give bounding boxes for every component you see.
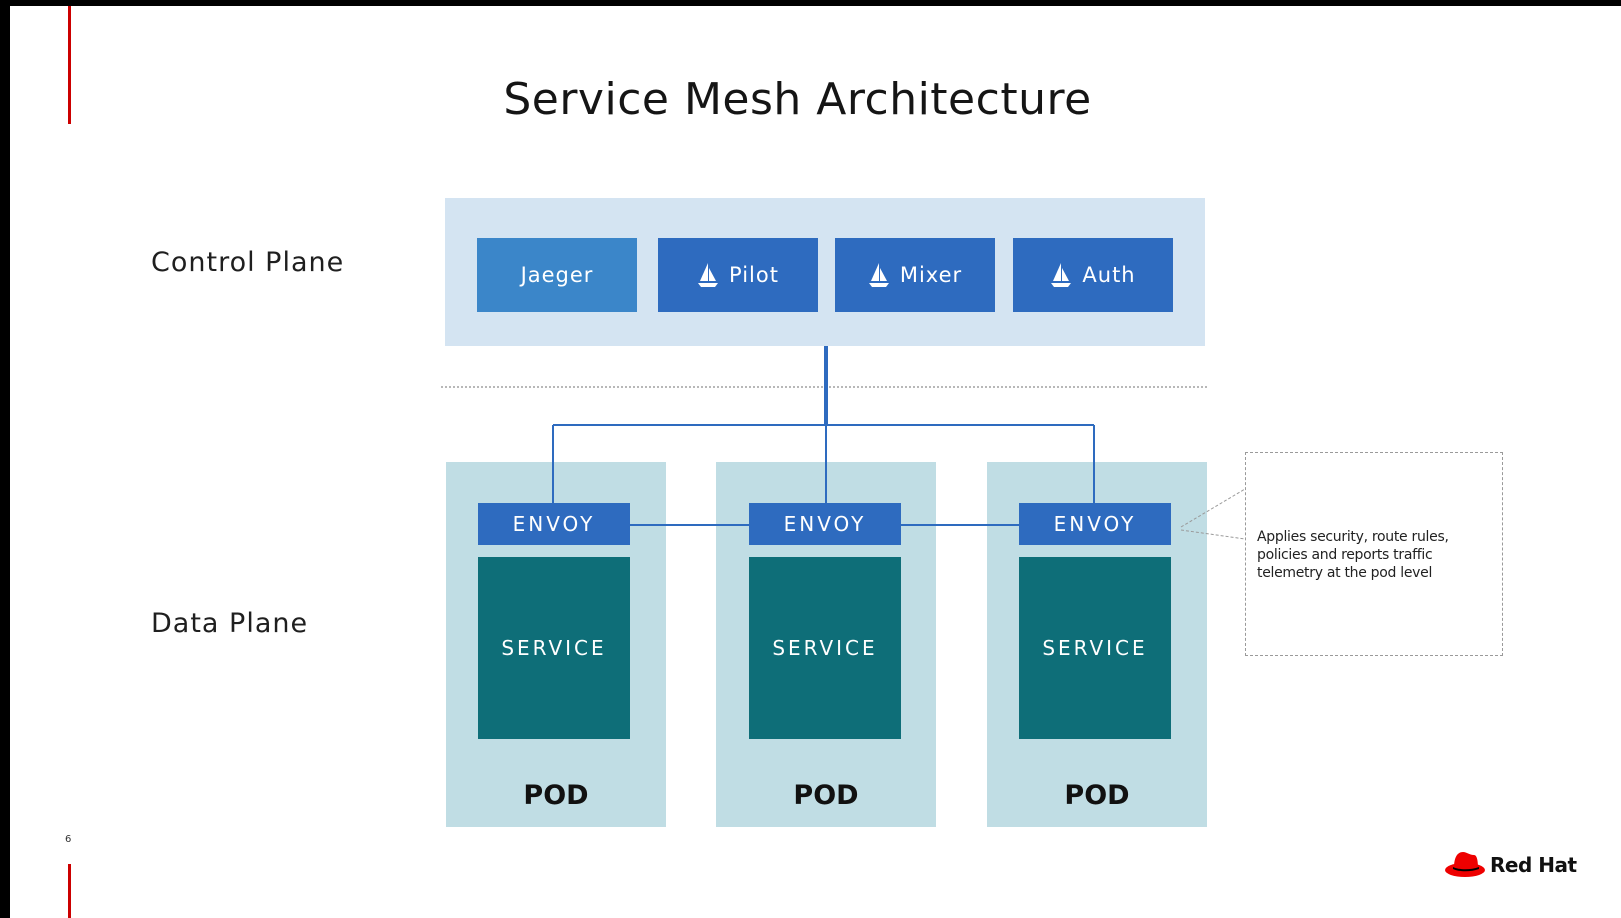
pilot-label: Pilot — [729, 263, 779, 287]
mixer-label: Mixer — [899, 263, 963, 287]
slide-number: 6 — [65, 834, 72, 845]
sailboat-icon — [697, 262, 719, 288]
pod-label: POD — [523, 780, 589, 811]
plane-divider — [441, 386, 1207, 388]
envoy-proxy: ENVOY — [749, 503, 901, 545]
callout-text: Applies security, route rules, policies … — [1257, 529, 1449, 581]
envoy-proxy: ENVOY — [478, 503, 630, 545]
pilot-box: Pilot — [658, 238, 818, 312]
jaeger-label: Jaeger — [520, 263, 594, 287]
red-hat-logo: Red Hat — [1444, 848, 1577, 882]
callout-box — [1245, 452, 1503, 656]
pod-label: POD — [793, 780, 859, 811]
data-plane-label: Data Plane — [151, 608, 309, 639]
service-box: SERVICE — [749, 557, 901, 739]
page-title: Service Mesh Architecture — [503, 74, 1092, 125]
red-accent-bar-bottom — [68, 864, 71, 918]
mixer-box: Mixer — [835, 238, 995, 312]
red-accent-bar-top — [68, 6, 71, 124]
service-box: SERVICE — [1019, 557, 1171, 739]
logo-text: Red Hat — [1490, 853, 1577, 877]
auth-label: Auth — [1082, 263, 1136, 287]
auth-box: Auth — [1013, 238, 1173, 312]
sailboat-icon — [1050, 262, 1072, 288]
jaeger-box: Jaeger — [477, 238, 637, 312]
pod-label: POD — [1064, 780, 1130, 811]
red-hat-icon — [1444, 848, 1486, 882]
control-plane-label: Control Plane — [151, 247, 345, 278]
sailboat-icon — [868, 262, 890, 288]
service-box: SERVICE — [478, 557, 630, 739]
envoy-proxy: ENVOY — [1019, 503, 1171, 545]
